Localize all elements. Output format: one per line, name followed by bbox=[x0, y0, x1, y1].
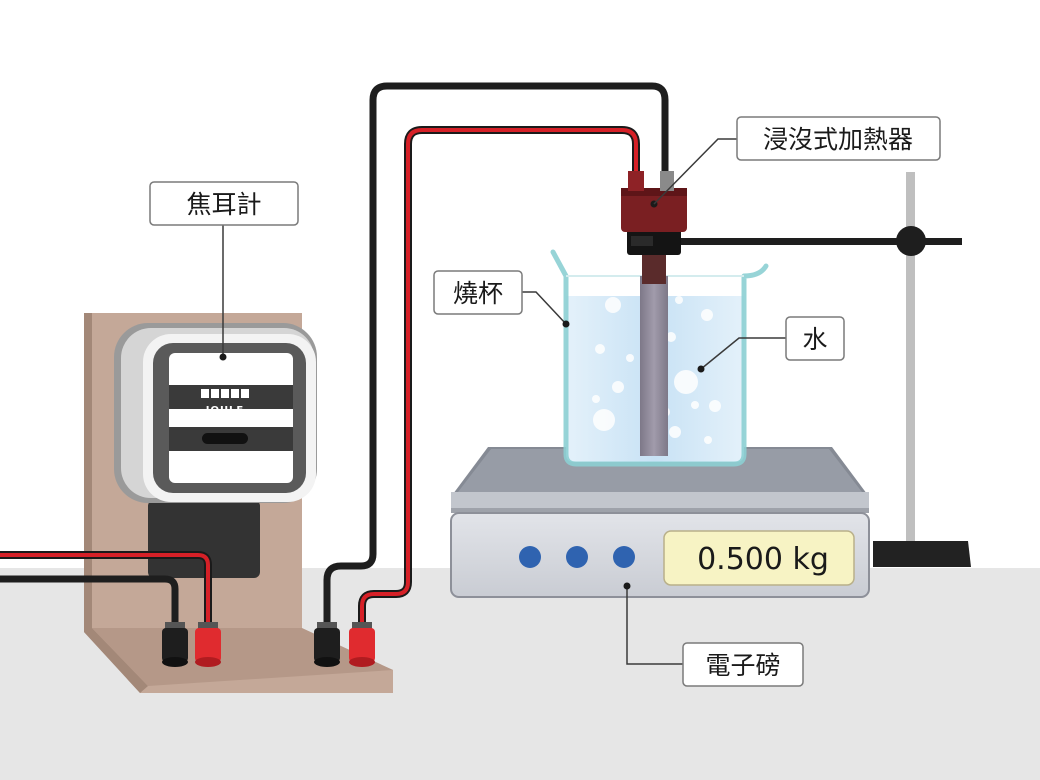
label-water: 水 bbox=[785, 316, 845, 361]
label-beaker: 燒杯 bbox=[433, 270, 523, 315]
leader-water bbox=[700, 337, 786, 370]
heater-rod-lower bbox=[640, 276, 668, 456]
meter-counter-digits bbox=[201, 389, 249, 398]
leader-lines bbox=[219, 138, 786, 665]
balance-readout: 0.500 kg bbox=[697, 542, 829, 577]
label-joulemeter: 焦耳計 bbox=[149, 181, 299, 226]
label-balance-text: 電子磅 bbox=[705, 651, 780, 680]
heater-wires bbox=[323, 82, 669, 629]
retort-stand bbox=[664, 172, 971, 567]
heater-black-wire bbox=[323, 82, 669, 629]
input-wires bbox=[0, 551, 212, 626]
terminal-black-left bbox=[162, 622, 188, 667]
label-water-text: 水 bbox=[802, 325, 827, 354]
terminal-red-right bbox=[349, 622, 375, 667]
heater-clamp bbox=[627, 229, 681, 255]
label-heater: 浸沒式加熱器 bbox=[736, 116, 941, 161]
heater-red-wire bbox=[360, 128, 638, 627]
heater-terminal-grey bbox=[660, 171, 674, 191]
leader-heater bbox=[653, 138, 737, 205]
label-balance: 電子磅 bbox=[682, 642, 804, 687]
heater-rod-upper bbox=[642, 252, 666, 284]
terminal-black-right bbox=[314, 622, 340, 667]
label-beaker-text: 燒杯 bbox=[453, 279, 503, 308]
input-black-wire bbox=[0, 575, 179, 626]
label-heater-text: 浸沒式加熱器 bbox=[763, 125, 913, 154]
beaker-glass bbox=[550, 249, 769, 467]
joulemeter: JOULE bbox=[114, 323, 317, 503]
balance-display bbox=[663, 530, 855, 586]
meter-terminals bbox=[162, 622, 375, 667]
terminal-red-left bbox=[195, 622, 221, 667]
label-joulemeter-text: 焦耳計 bbox=[186, 190, 261, 219]
heater-head bbox=[621, 188, 687, 232]
electronic-balance: 0.500 kg bbox=[450, 447, 870, 598]
heater-terminal-red bbox=[628, 171, 644, 191]
balance-button-3 bbox=[613, 546, 635, 568]
balance-button-2 bbox=[566, 546, 588, 568]
leader-beaker bbox=[522, 291, 567, 325]
leader-balance bbox=[626, 586, 683, 665]
balance-button-1 bbox=[519, 546, 541, 568]
meter-brand: JOULE bbox=[205, 405, 245, 416]
immersion-heater bbox=[621, 171, 687, 456]
clamp-boss-icon bbox=[896, 226, 926, 256]
